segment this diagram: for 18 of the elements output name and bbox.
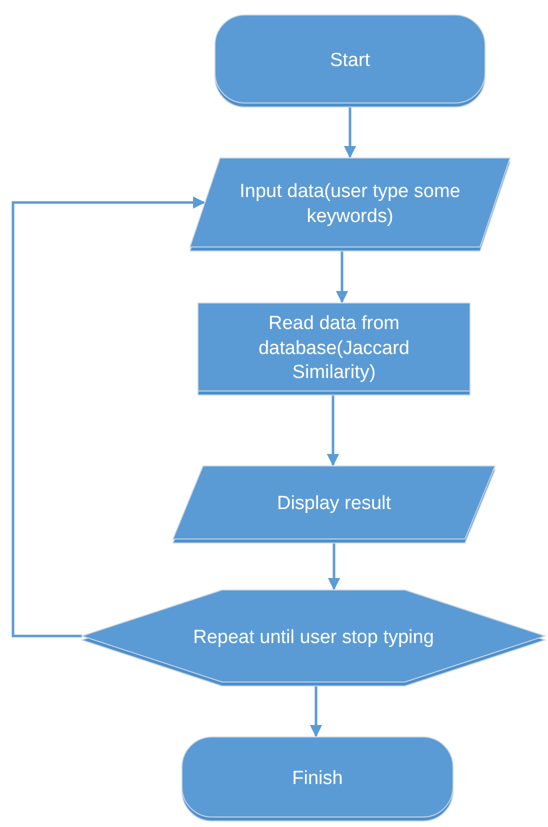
arrow (344, 107, 356, 158)
node-text: Repeat until user stop typing (193, 626, 434, 650)
process-box (198, 303, 470, 395)
terminal-box (215, 15, 485, 107)
arrow (328, 543, 340, 590)
arrow (310, 686, 322, 738)
terminal-box (182, 737, 453, 821)
data-parallelogram (190, 158, 510, 251)
node-text: Read data from database(Jaccard Similarity) (257, 312, 411, 386)
node-text: Input data(user type some keywords) (238, 180, 462, 228)
node-text: Start (330, 48, 370, 73)
loop-hexagon (82, 590, 545, 686)
node-text: Display result (276, 492, 392, 516)
arrow (336, 251, 348, 304)
data-parallelogram (173, 466, 495, 543)
node-text: Finish (292, 766, 343, 791)
arrow (12, 196, 206, 638)
arrow (326, 395, 340, 466)
